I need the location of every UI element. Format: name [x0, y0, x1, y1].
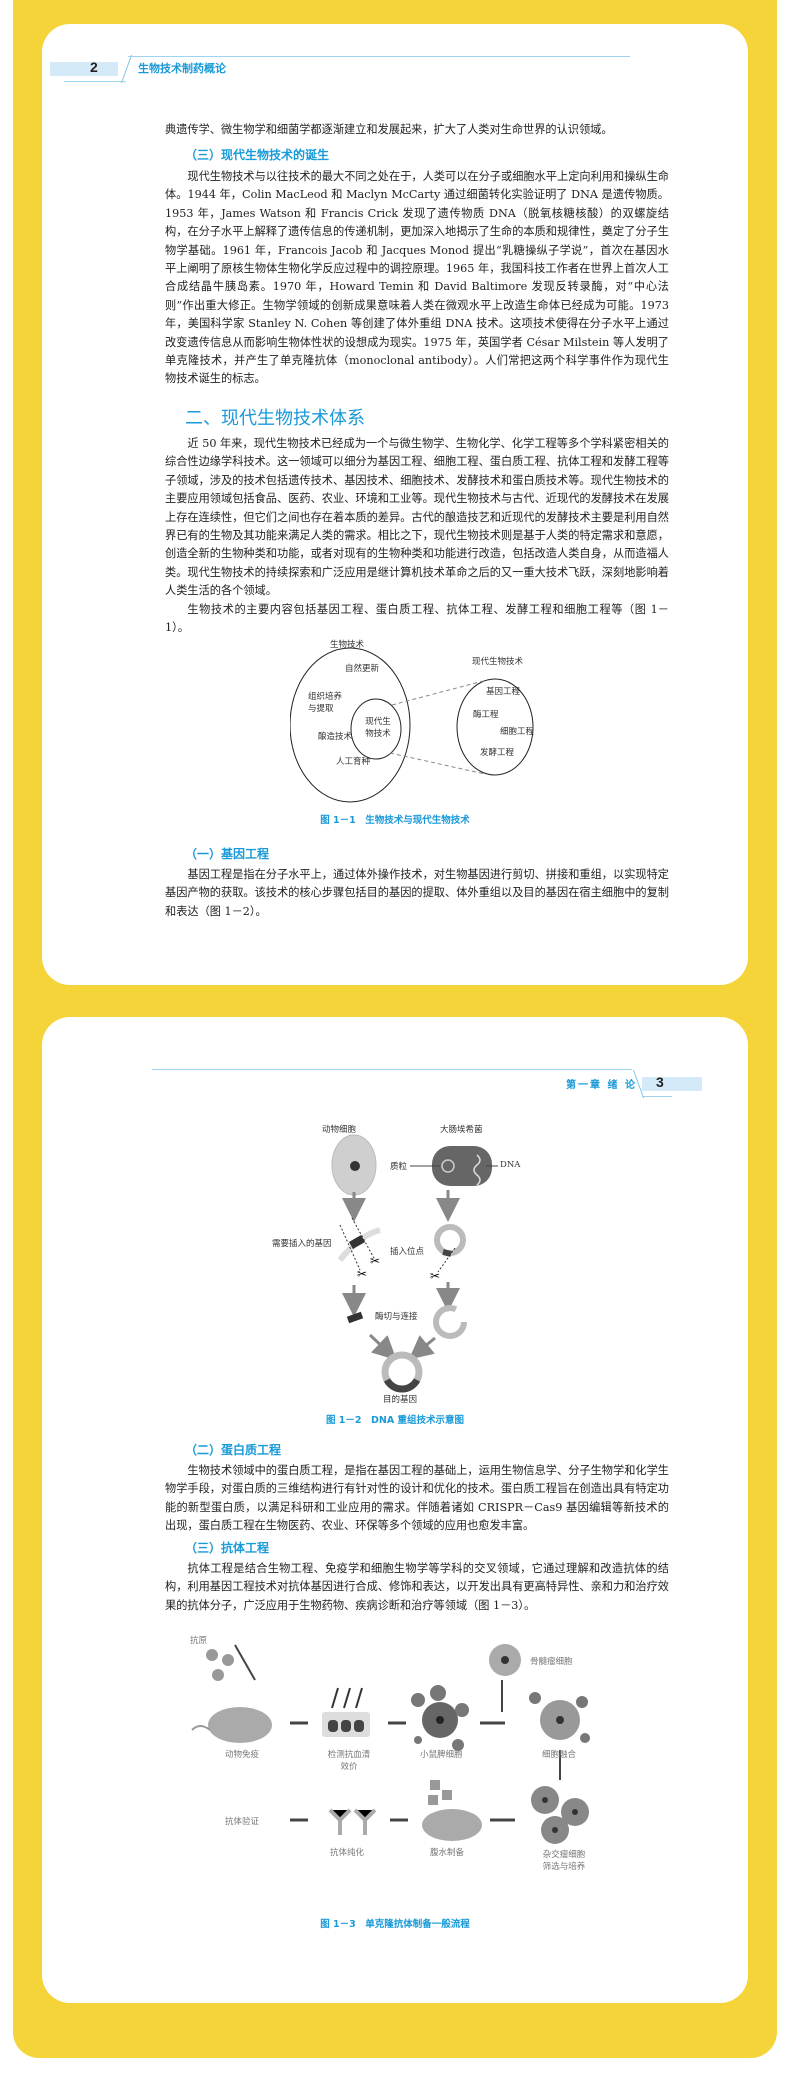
- page-number-band: [642, 1077, 702, 1091]
- intro-line: 典遗传学、微生物学和细菌学都逐渐建立和发展起来，扩大了人类对生命世界的认识领域。: [165, 121, 669, 139]
- paragraph: 基因工程是指在分子水平上，通过体外操作技术，对生物基因进行剪切、拼接和重组，以实…: [165, 868, 669, 918]
- paragraph: 生物技术领域中的蛋白质工程，是指在基因工程的基础上，运用生物信息学、分子生物学和…: [165, 1464, 669, 1533]
- fig-label: 腹水制备: [430, 1848, 465, 1858]
- dna-recombination-svg: ✂ ✂ ✂: [331, 1134, 498, 1393]
- body-text: 生物技术领域中的蛋白质工程，是指在基因工程的基础上，运用生物信息学、分子生物学和…: [165, 1462, 669, 1536]
- fig-label: 杂交瘤细胞筛选与培养: [542, 1850, 586, 1872]
- fig-label: 酶切与连接: [375, 1312, 418, 1322]
- chapter-section-heading: 二、现代生物技术体系: [185, 408, 365, 429]
- chapter-title: 第一章 绪 论: [566, 1080, 637, 1091]
- page-card-2: [42, 24, 748, 985]
- venn-item: 自然更新: [345, 664, 380, 674]
- venn-diagram-svg: [289, 647, 534, 803]
- book-title: 生物技术制药概论: [138, 62, 226, 75]
- venn-label-outer: 生物技术: [330, 640, 365, 650]
- paragraph: 近 50 年来，现代生物技术已经成为一个与微生物学、生物化学、化学工程等多个学科…: [165, 437, 669, 598]
- body-text: 近 50 年来，现代生物技术已经成为一个与微生物学、生物化学、化学工程等多个学科…: [165, 435, 669, 637]
- figure-1-3: 抗原 动物免疫 检测抗血清效价 小鼠脾细胞 骨髓瘤细胞 细胞融合 杂交瘤细胞筛选…: [190, 1620, 630, 1910]
- figure-caption: 图 1－1 生物技术与现代生物技术: [320, 815, 470, 826]
- paragraph: 现代生物技术与以往技术的最大不同之处在于，人类可以在分子或细胞水平上定向利用和操…: [165, 170, 669, 386]
- svg-text:✂: ✂: [370, 1254, 380, 1268]
- fig-label: 细胞融合: [542, 1750, 577, 1760]
- page-number: 3: [656, 1074, 664, 1090]
- subsection-heading: （三）抗体工程: [185, 1541, 270, 1555]
- venn-right-item: 酶工程: [473, 710, 499, 720]
- header-underline: [642, 1096, 672, 1097]
- page-number-band: [50, 62, 118, 76]
- fig-label: 检测抗血清效价: [327, 1750, 371, 1772]
- fig-label: 抗体验证: [225, 1817, 260, 1827]
- page-header-left: 2 生物技术制药概论: [50, 55, 630, 95]
- venn-right-item: 发酵工程: [480, 748, 515, 758]
- fig-label: 抗原: [190, 1636, 208, 1646]
- venn-item: 人工育种: [336, 757, 371, 767]
- fig-label: DNA: [500, 1160, 521, 1170]
- venn-right-item: 基因工程: [486, 687, 521, 697]
- fig-label: 大肠埃希菌: [440, 1125, 483, 1135]
- fig-label: 质粒: [390, 1162, 408, 1172]
- fig-label: 目的基因: [383, 1395, 418, 1405]
- header-rule: [128, 56, 630, 57]
- venn-right-item: 细胞工程: [500, 727, 535, 737]
- body-text: 基因工程是指在分子水平上，通过体外操作技术，对生物基因进行剪切、拼接和重组，以实…: [165, 866, 669, 921]
- fig-label: 需要插入的基因: [272, 1239, 332, 1249]
- header-rule: [152, 1069, 632, 1070]
- fig-label: 动物免疫: [225, 1750, 260, 1760]
- venn-inner-label: 现代生物技术: [365, 717, 391, 739]
- page-card-3: [42, 1017, 748, 2003]
- header-underline: [64, 81, 126, 82]
- body-text: 现代生物技术与以往技术的最大不同之处在于，人类可以在分子或细胞水平上定向利用和操…: [165, 168, 669, 389]
- paragraph: 生物技术的主要内容包括基因工程、蛋白质工程、抗体工程、发酵工程和细胞工程等（图 …: [165, 602, 669, 635]
- fig-label: 骨髓瘤细胞: [530, 1657, 573, 1667]
- fig-label: 插入位点: [390, 1247, 425, 1257]
- svg-text:✂: ✂: [430, 1269, 440, 1283]
- paragraph: 抗体工程是结合生物工程、免疫学和细胞生物学等学科的交叉领域，它通过理解和改造抗体…: [165, 1562, 669, 1612]
- venn-item: 组织培养与提取: [308, 692, 343, 714]
- page-header-right: 第一章 绪 论 3: [110, 1068, 710, 1108]
- section-heading: （三）现代生物技术的诞生: [185, 148, 330, 162]
- figure-caption: 图 1－2 DNA 重组技术示意图: [325, 1415, 465, 1426]
- svg-text:✂: ✂: [357, 1267, 367, 1281]
- figure-caption: 图 1－3 单克隆抗体制备一般流程: [320, 1919, 470, 1930]
- fig-label: 动物细胞: [322, 1125, 357, 1135]
- figure-1-2: ✂ ✂ ✂ 动物细胞 大肠埃希菌 质粒 DNA 需要插入的基因 插入位点 酶切与…: [272, 1110, 580, 1405]
- figure-1-1: 生物技术 自然更新 组织培养与提取 酿造技术 人工育种 现代生物技术 现代生物技…: [289, 640, 570, 810]
- subsection-heading: （一）基因工程: [185, 847, 270, 861]
- header-divider: [120, 55, 133, 83]
- paragraph: 典遗传学、微生物学和细菌学都逐渐建立和发展起来，扩大了人类对生命世界的认识领域。: [165, 123, 613, 136]
- fig-label: 抗体纯化: [330, 1848, 365, 1858]
- page-number: 2: [90, 59, 98, 75]
- antibody-flow-svg: [191, 1644, 590, 1844]
- venn-right-label: 现代生物技术: [472, 657, 524, 667]
- subsection-heading: （二）蛋白质工程: [185, 1443, 282, 1457]
- fig-label: 小鼠脾细胞: [420, 1750, 463, 1760]
- body-text: 抗体工程是结合生物工程、免疫学和细胞生物学等学科的交叉领域，它通过理解和改造抗体…: [165, 1560, 669, 1615]
- venn-item: 酿造技术: [318, 732, 353, 742]
